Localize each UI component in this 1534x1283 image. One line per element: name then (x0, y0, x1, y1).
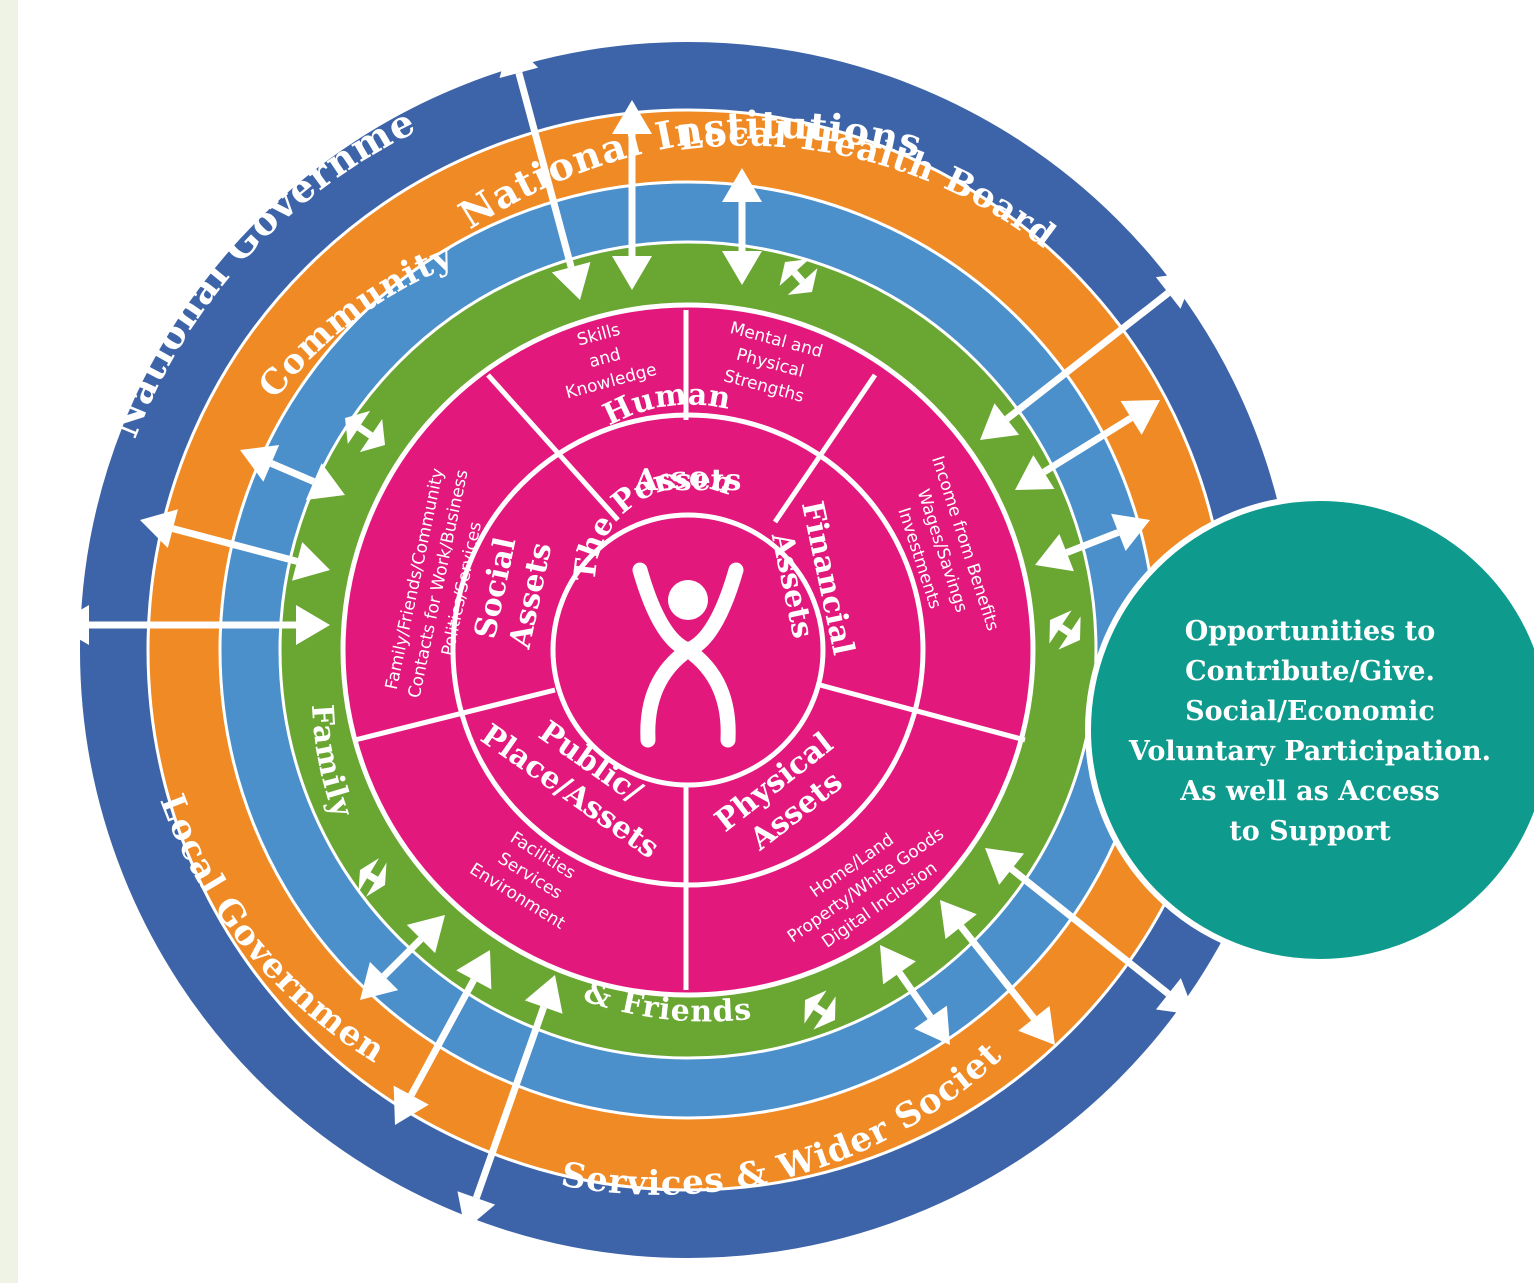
connection-arrows (55, 40, 1195, 1230)
double-headed-arrow-icon (980, 272, 1195, 440)
double-headed-arrow-icon (612, 100, 652, 290)
divider (486, 373, 620, 522)
divider (772, 373, 878, 524)
person-figure-icon (632, 562, 744, 748)
double-headed-arrow-icon (985, 848, 1195, 1015)
opportunities-line: Opportunities to (1184, 616, 1436, 647)
double-headed-arrow-icon (457, 975, 563, 1230)
double-headed-arrow-icon (358, 858, 387, 897)
double-headed-arrow-icon (1015, 400, 1160, 490)
opportunities-line: Contribute/Give. (1185, 656, 1435, 687)
double-headed-arrow-icon (345, 410, 385, 453)
divider (819, 682, 1026, 743)
double-headed-arrow-icon (240, 445, 345, 500)
double-headed-arrow-icon (722, 168, 762, 285)
label-human-assets-line2: Assets (634, 463, 742, 498)
opportunities-line: Voluntary Participation. (1128, 736, 1492, 767)
opportunities-line: Social/Economic (1185, 696, 1435, 727)
divider (354, 687, 556, 743)
double-headed-arrow-icon (499, 40, 591, 300)
opportunities-line: As well as Access (1180, 776, 1440, 807)
label-social-assets: Social Assets (468, 534, 559, 652)
double-headed-arrow-icon (940, 900, 1055, 1045)
double-headed-arrow-icon (55, 605, 330, 645)
double-headed-arrow-icon (360, 915, 445, 1000)
opportunities-text: Opportunities to Contribute/Give. Social… (1090, 612, 1530, 852)
double-headed-arrow-icon (1049, 610, 1081, 650)
opportunities-line: to Support (1229, 816, 1391, 847)
double-headed-arrow-icon (393, 950, 492, 1125)
left-strip (0, 0, 18, 1283)
double-headed-arrow-icon (779, 259, 818, 295)
double-headed-arrow-icon (880, 945, 950, 1045)
double-headed-arrow-icon (140, 509, 330, 581)
opportunities-circle (1085, 495, 1534, 965)
double-headed-arrow-icon (1035, 513, 1150, 572)
ring-border (278, 240, 1098, 1060)
double-headed-arrow-icon (804, 990, 836, 1030)
